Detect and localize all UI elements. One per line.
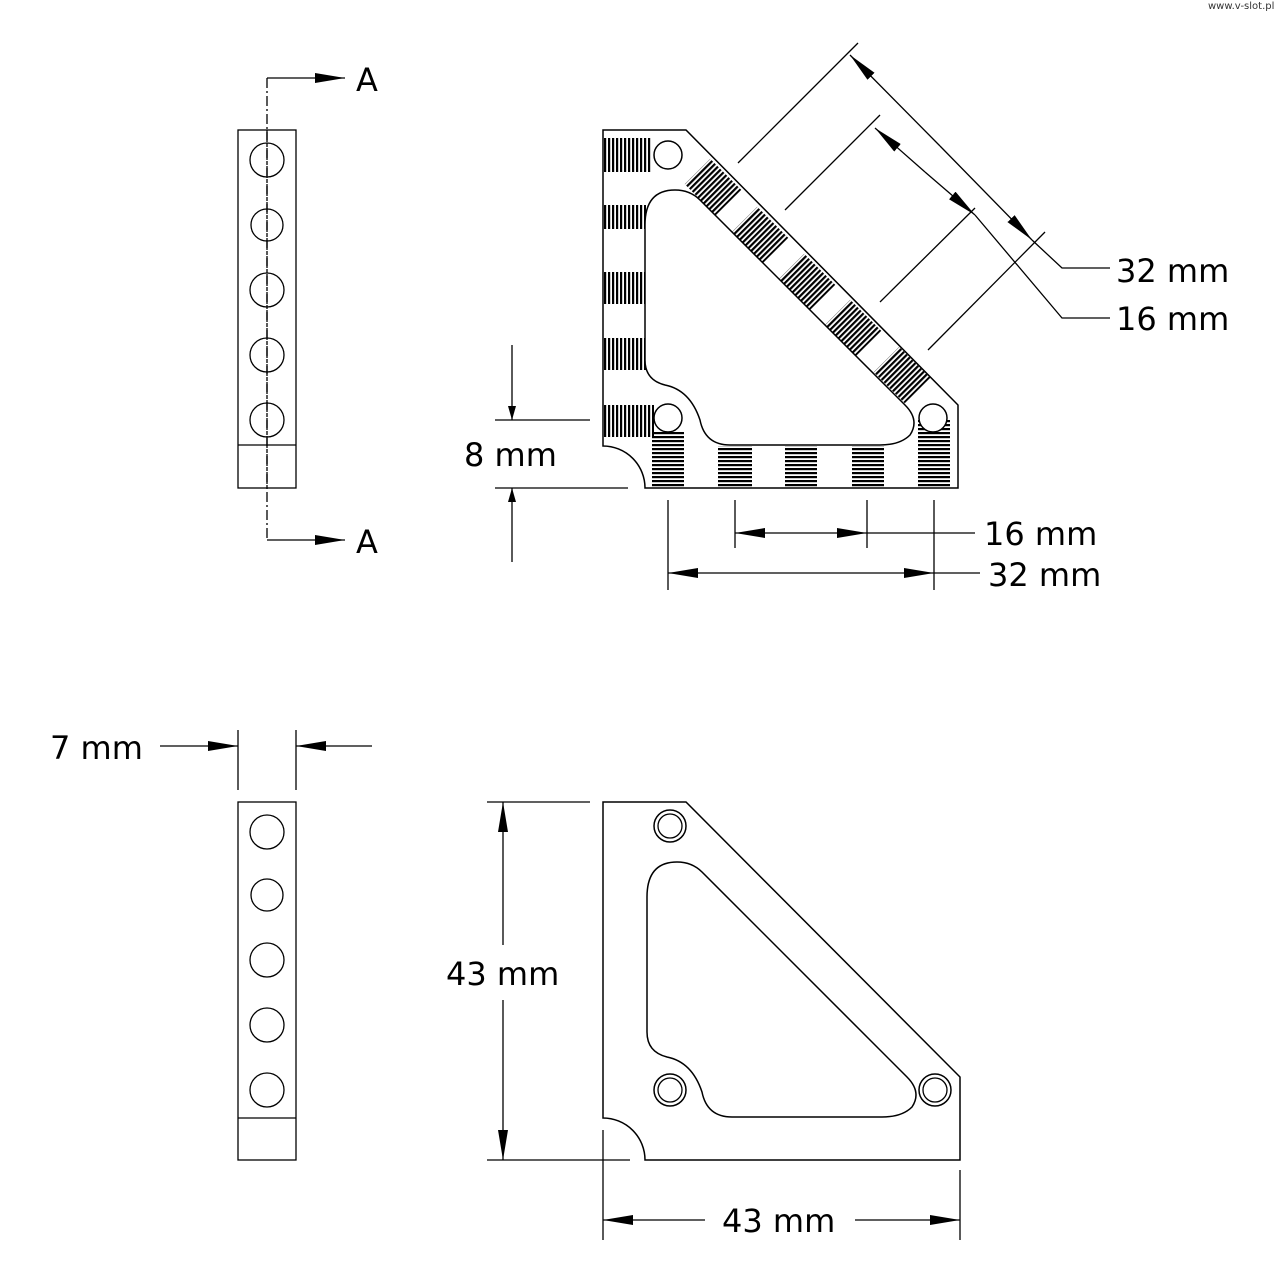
mount-hole xyxy=(653,140,683,170)
threaded-hole xyxy=(249,142,285,178)
side-view-top: A A xyxy=(237,61,378,561)
dim-height-43mm: 43 mm xyxy=(446,955,559,993)
dimensions-bottom: 43 mm 43 mm xyxy=(446,801,961,1240)
threaded-hole xyxy=(249,402,285,438)
threaded-hole xyxy=(249,272,285,308)
threaded-hole xyxy=(249,1007,285,1043)
threaded-hole xyxy=(249,1072,285,1108)
side-view-bottom: 7 mm xyxy=(50,729,372,1161)
plate-front-view xyxy=(602,801,961,1161)
dim-diagonal-16mm: 16 mm xyxy=(1116,300,1229,338)
hole xyxy=(250,208,284,242)
dimensions-top: 8 mm 16 mm 32 mm 32 mm 16 mm xyxy=(464,42,1229,594)
dim-diagonal-32mm: 32 mm xyxy=(1116,252,1229,290)
threaded-hole xyxy=(249,814,285,850)
dim-length-43mm: 43 mm xyxy=(722,1202,835,1240)
thread-hatching xyxy=(604,138,950,487)
mount-hole xyxy=(653,403,683,433)
dim-thickness-8mm: 8 mm xyxy=(464,436,557,474)
inner-cutout xyxy=(646,861,917,1118)
section-label-bottom: A xyxy=(356,523,378,561)
threaded-hole xyxy=(249,337,285,373)
dim-bottom-16mm: 16 mm xyxy=(984,515,1097,553)
mount-hole xyxy=(918,403,948,433)
hole xyxy=(250,878,284,912)
dim-width-7mm: 7 mm xyxy=(50,729,143,767)
inner-cutout xyxy=(644,189,915,446)
section-label-top: A xyxy=(356,61,378,99)
plate-section-view xyxy=(602,129,959,489)
watermark: www.v-slot.pl xyxy=(1208,1,1274,12)
dim-bottom-32mm: 32 mm xyxy=(988,556,1101,594)
threaded-hole xyxy=(249,942,285,978)
